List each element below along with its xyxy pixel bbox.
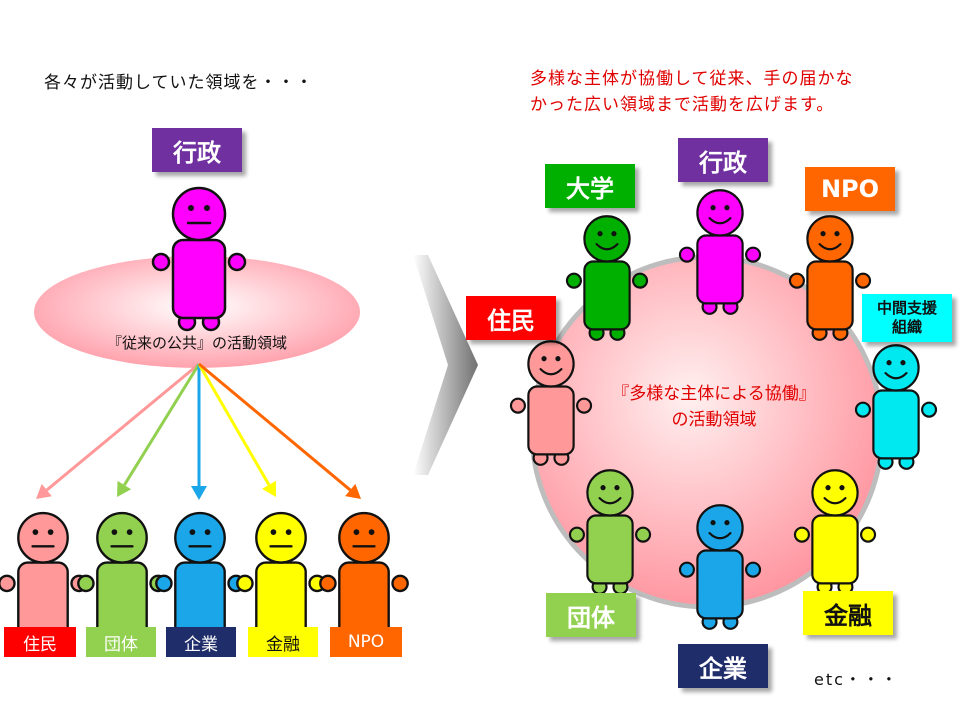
distribution-arrows: [36, 362, 361, 500]
arrow-head-1: [117, 480, 132, 497]
label-right-chukan-line1: 中間支援: [876, 299, 937, 317]
person-right-npo: [788, 215, 872, 341]
person-left-gyosei: [151, 186, 247, 332]
label-right-jumin: 住民: [466, 296, 556, 340]
person-right-kinyu: [793, 469, 877, 595]
label-right-dantai: 団体: [546, 593, 636, 637]
label-right-kigyo: 企業: [678, 644, 768, 688]
person-left-2: [155, 511, 245, 650]
arrow-head-2: [191, 486, 207, 500]
right-caption: 多様な主体が協働して従来、手の届かな かった広い領域まで活動を広げます。: [530, 66, 950, 118]
arrow-head-4: [345, 483, 361, 499]
person-right-jumin: [509, 340, 593, 466]
arrow-shaft-4: [198, 362, 352, 492]
label-left-kinyu: 金融: [248, 627, 318, 657]
person-right-chukan: [854, 344, 938, 470]
arrow-shaft-0: [45, 362, 200, 492]
right-caption-line1: 多様な主体が協働して従来、手の届かな: [530, 69, 854, 89]
arrow-shaft-1: [123, 363, 201, 486]
label-left-gyosei: 行政: [152, 128, 242, 172]
label-right-chukan-line2: 組織: [891, 318, 922, 336]
arrow-shaft-3: [197, 363, 271, 486]
label-right-daigaku: 大学: [545, 164, 635, 208]
right-caption-line2: かった広い領域まで活動を広げます。: [530, 95, 835, 115]
left-caption: 各々が活動していた領域を・・・: [44, 73, 314, 93]
label-left-kigyo: 企業: [166, 627, 236, 657]
person-right-daigaku: [565, 215, 649, 341]
label-left-dantai: 団体: [86, 627, 156, 657]
label-left-jumin: 住民: [4, 627, 76, 657]
ellipse-text: 『従来の公共』の活動領域: [107, 334, 287, 352]
label-right-npo: NPO: [805, 167, 895, 211]
label-right-gyosei: 行政: [678, 138, 768, 182]
label-right-kinyu: 金融: [803, 591, 893, 635]
label-right-chukan: 中間支援 組織: [862, 294, 952, 342]
label-left-npo: NPO: [330, 627, 402, 657]
person-right-kigyo: [678, 504, 762, 630]
transition-arrow: [413, 255, 478, 475]
etc-text: etc・・・: [814, 670, 899, 689]
arrow-head-3: [262, 480, 276, 497]
person-right-gyosei: [678, 189, 762, 315]
circle-text-line1: 『多様な主体による協働』: [612, 384, 816, 404]
circle-text-line2: の活動領域: [672, 410, 757, 430]
arrow-head-0: [36, 483, 52, 499]
